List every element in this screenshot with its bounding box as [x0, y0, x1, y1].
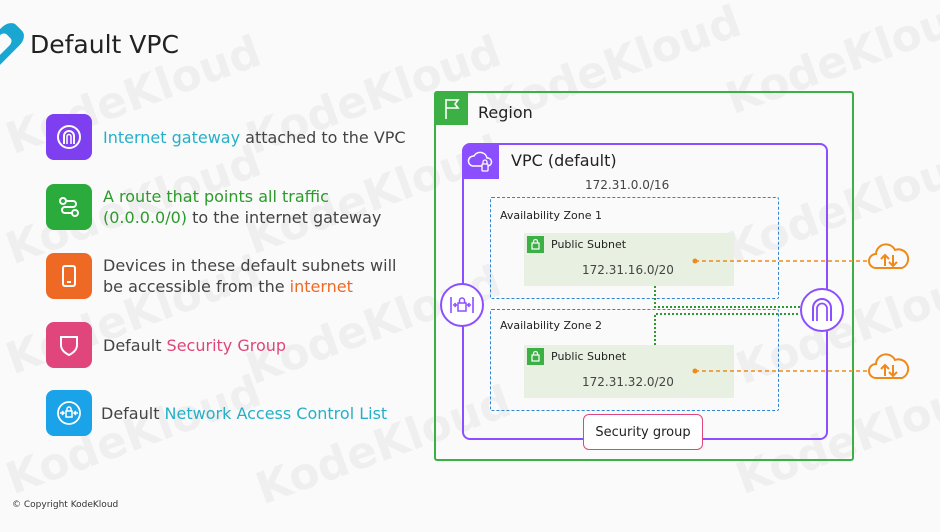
feature-text: to the internet gateway	[187, 208, 382, 227]
feature-text: (0.0.0.0/0)	[103, 208, 188, 227]
vpc-label: VPC (default)	[511, 151, 617, 170]
feature-text: Default	[103, 335, 167, 355]
feature-item-devices: Devices in these default subnets will be…	[46, 253, 396, 299]
network-acl-icon	[440, 283, 484, 327]
subnet-lock-icon	[527, 236, 544, 253]
subnet-label: Public Subnet	[551, 350, 627, 363]
subnet-lock-icon	[527, 348, 544, 365]
feature-item-security-group: Default Security Group	[46, 322, 286, 368]
network-acl-icon	[46, 390, 92, 436]
subnet-cidr: 172.31.16.0/20	[582, 263, 674, 277]
public-subnet-1	[524, 233, 734, 286]
feature-text: A route that points all traffic	[103, 187, 329, 206]
feature-text: be accessible from the	[103, 277, 290, 296]
security-group-label: Security group	[595, 424, 691, 440]
vpc-cidr: 172.31.0.0/16	[585, 178, 670, 192]
mobile-device-icon	[46, 253, 92, 299]
internet-gateway-icon	[800, 288, 844, 332]
availability-zone-label: Availability Zone 1	[500, 209, 602, 222]
feature-item-network-acl: Default Network Access Control List	[46, 390, 387, 436]
security-group-box: Security group	[583, 414, 703, 450]
region-label: Region	[478, 103, 533, 122]
internet-cloud-icon	[866, 348, 912, 388]
feature-text: Security Group	[166, 335, 287, 355]
region-flag-icon	[435, 92, 468, 125]
subnet-label: Public Subnet	[551, 238, 627, 251]
feature-text: internet	[289, 277, 353, 296]
vpc-cloud-icon	[463, 144, 499, 179]
availability-zone-1	[490, 197, 779, 299]
availability-zone-2	[490, 309, 779, 411]
availability-zone-label: Availability Zone 2	[500, 319, 602, 332]
feature-item-internet-gateway: Internet gateway attached to the VPC	[46, 114, 406, 160]
shield-icon	[46, 322, 92, 368]
internet-cloud-icon	[866, 238, 912, 278]
page-title: Default VPC	[30, 30, 179, 59]
feature-item-route: A route that points all traffic (0.0.0.0…	[46, 184, 381, 230]
feature-text: attached to the VPC	[240, 127, 406, 147]
region-container	[434, 91, 854, 461]
route-icon	[46, 184, 92, 230]
feature-text: Default	[101, 403, 165, 423]
copyright: © Copyright KodeKloud	[12, 500, 119, 510]
internet-gateway-icon	[46, 114, 92, 160]
feature-text: Devices in these default subnets will	[103, 256, 397, 275]
subnet-cidr: 172.31.32.0/20	[582, 375, 674, 389]
feature-text: Internet gateway	[103, 127, 241, 147]
feature-text: Network Access Control List	[164, 403, 388, 423]
